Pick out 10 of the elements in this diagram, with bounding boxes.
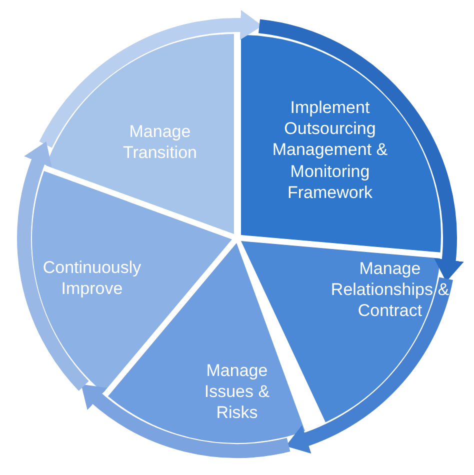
cycle-arrow (286, 276, 453, 454)
segment-label: Manage Relationships & Contract (330, 258, 450, 322)
cycle-arrow (258, 19, 464, 282)
segment-label: Continuously Improve (42, 256, 142, 300)
cycle-arrow (80, 385, 290, 458)
cycle-arrow (39, 10, 262, 148)
segment-label: Manage Transition (122, 120, 198, 164)
cycle-arrow (17, 141, 90, 390)
segment-label: Manage Issues & Risks (203, 360, 271, 424)
segment-label: Implement Outsourcing Management & Monitoring Framework (271, 96, 389, 204)
